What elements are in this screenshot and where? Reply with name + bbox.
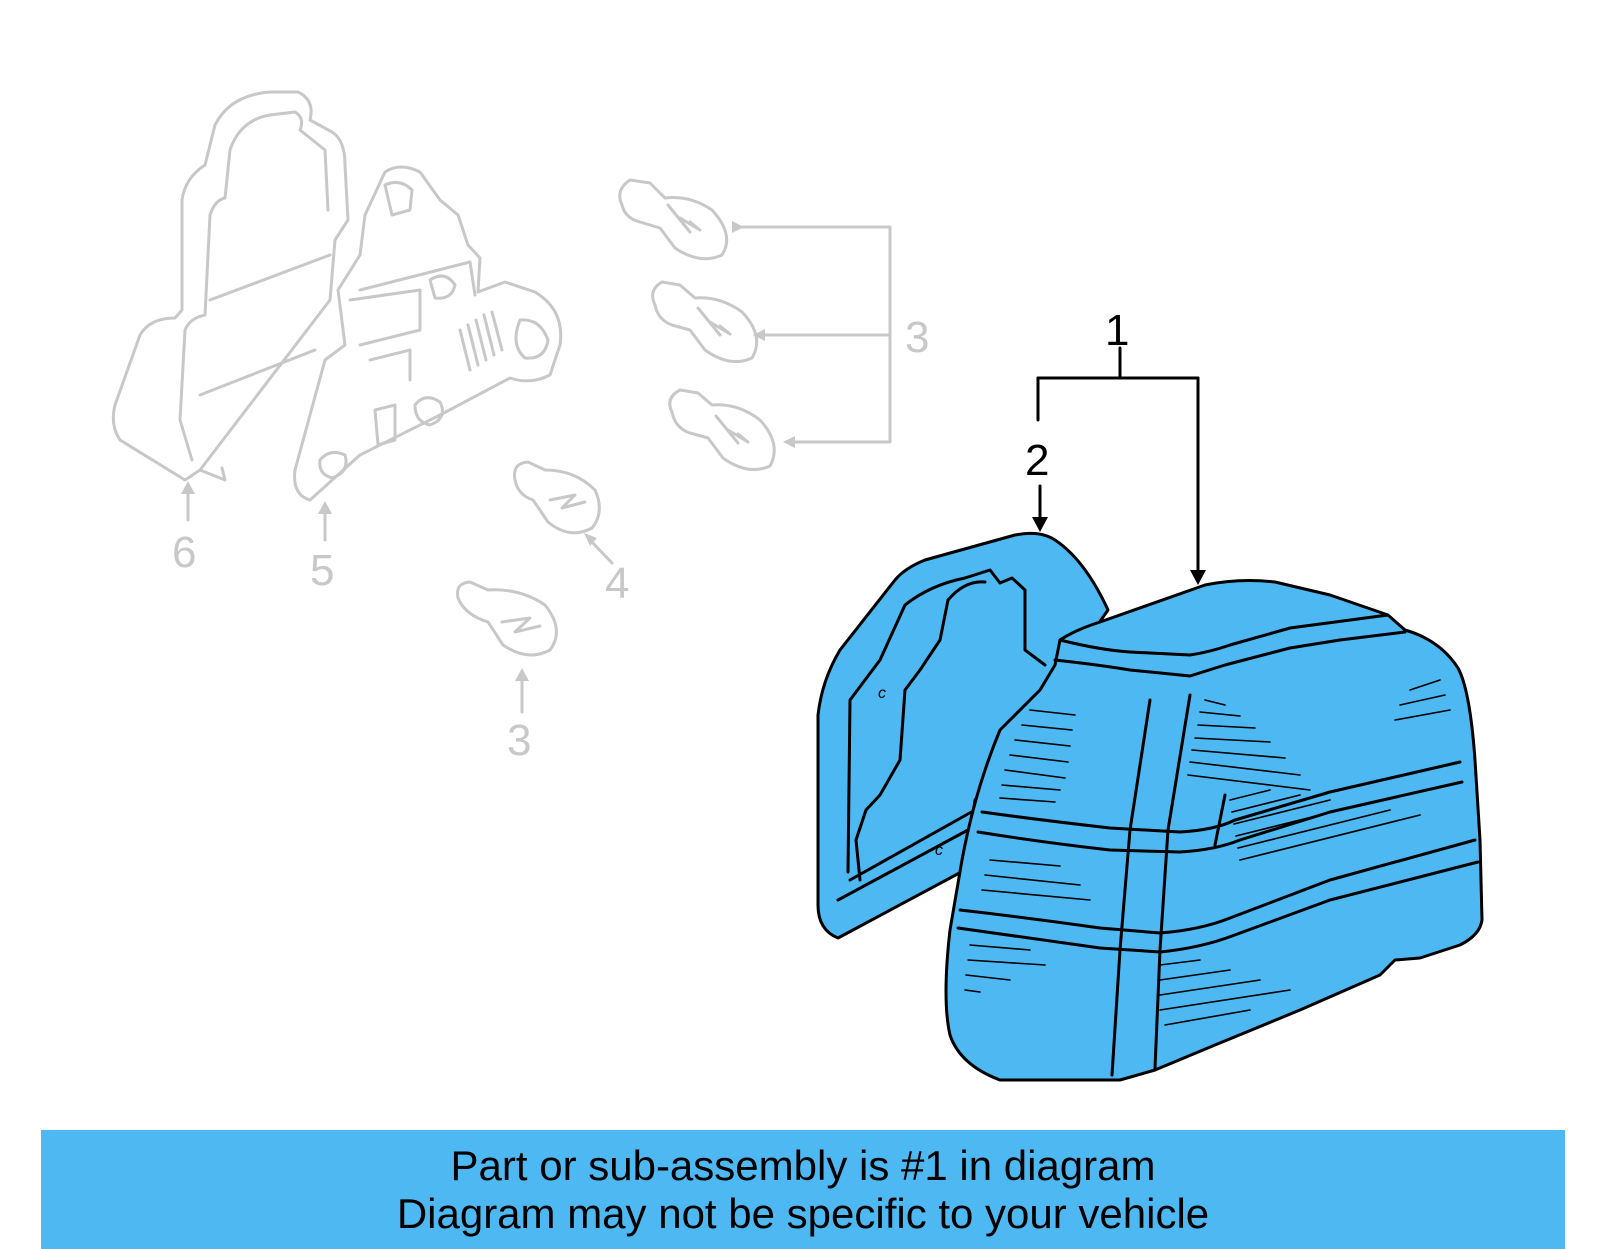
info-banner: Part or sub-assembly is #1 in diagram Di… — [41, 1130, 1565, 1249]
part-3-lower-leader: 3 — [507, 668, 531, 765]
part-3-bulb-b — [651, 280, 759, 364]
callout-5: 5 — [310, 546, 334, 595]
part-6-leader: 6 — [172, 481, 196, 577]
lens-mark-2: c — [935, 842, 943, 859]
part-1-tail-lamp — [944, 579, 1484, 1082]
banner-line-1: Part or sub-assembly is #1 in diagram — [450, 1141, 1156, 1189]
lens-mark-1: c — [878, 685, 886, 702]
part-5-bulb-carrier — [293, 165, 563, 502]
banner-line-2: Diagram may not be specific to your vehi… — [396, 1189, 1210, 1237]
callout-1: 1 — [1105, 306, 1129, 355]
part-2-leader: 2 — [1025, 436, 1049, 532]
part-3-bulb-d — [456, 580, 558, 657]
part-3-upper-leader: 3 — [732, 221, 929, 448]
part-1-leader: 1 — [1036, 306, 1206, 585]
part-6-housing-cover — [111, 90, 350, 482]
part-5-leader: 5 — [310, 501, 334, 595]
part-2-gasket: c c — [816, 531, 1110, 940]
callout-3-upper: 3 — [905, 313, 929, 362]
part-4-bulb — [513, 460, 601, 535]
callout-3-lower: 3 — [507, 716, 531, 765]
callout-6: 6 — [172, 528, 196, 577]
part-4-leader: 4 — [584, 533, 629, 608]
callout-4: 4 — [605, 559, 629, 608]
part-3-bulb-c — [668, 388, 776, 472]
part-3-bulb-a — [618, 178, 729, 261]
callout-2: 2 — [1025, 436, 1049, 485]
